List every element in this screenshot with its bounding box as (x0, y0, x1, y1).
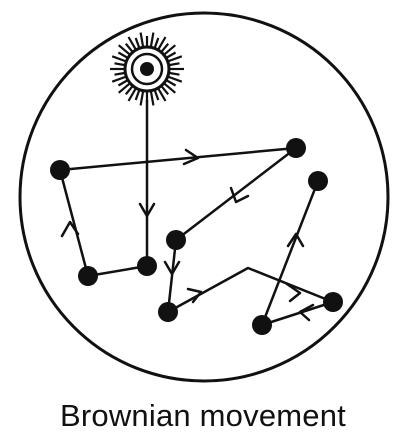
field-boundary (18, 11, 390, 383)
particle-path (58, 146, 335, 327)
sun-ray (117, 82, 131, 94)
particle (166, 230, 186, 250)
sun-ray (149, 32, 155, 47)
sun-ray (111, 75, 126, 83)
arrow-head (298, 303, 315, 322)
sun-ray (169, 71, 180, 76)
particle (158, 302, 178, 322)
particle (252, 315, 272, 335)
sun-ray (153, 37, 160, 48)
particle (137, 256, 157, 276)
sun-ray (163, 44, 177, 56)
sun-ray (168, 75, 183, 83)
particles (50, 138, 343, 335)
sun-ray (160, 85, 170, 96)
particle (78, 266, 98, 286)
sun-icon (110, 32, 184, 106)
direction-arrows (60, 148, 315, 322)
arrow-head (186, 287, 203, 304)
sun-ray (149, 91, 155, 106)
sun-ray (157, 88, 167, 102)
arrow-head (163, 260, 181, 276)
sun-ray (117, 79, 128, 87)
arrow-head (138, 202, 156, 218)
sun-ray (157, 36, 167, 50)
sun-ray (160, 42, 170, 53)
sun-ray (124, 85, 134, 96)
sun-ray (153, 90, 160, 101)
particle (50, 160, 70, 180)
sun-ray (169, 62, 180, 67)
sun-ray (114, 62, 125, 67)
sun-ray (139, 91, 145, 106)
particle (323, 292, 343, 312)
sun-ray (163, 82, 177, 94)
sun-ray (124, 42, 134, 53)
sun-ray (168, 55, 183, 63)
sun-ray (114, 71, 125, 76)
particle (308, 171, 328, 191)
sun-ray (134, 90, 141, 101)
sun-ray (117, 51, 128, 59)
sun-ray (134, 37, 141, 48)
arrow-head (182, 148, 200, 166)
sun-ray (117, 44, 131, 56)
arrow-head (60, 220, 80, 238)
sun-ray (111, 55, 126, 63)
sun-ray (127, 88, 137, 102)
arrow-head (286, 232, 305, 248)
diagram-caption: Brownian movement (60, 398, 346, 433)
sun-ray (139, 32, 145, 47)
particle (286, 138, 306, 158)
arrow-head (285, 282, 302, 303)
arrow-head (229, 186, 250, 204)
sun-ray (166, 79, 177, 87)
sun-ray (166, 51, 177, 59)
sun-ray (127, 36, 137, 50)
